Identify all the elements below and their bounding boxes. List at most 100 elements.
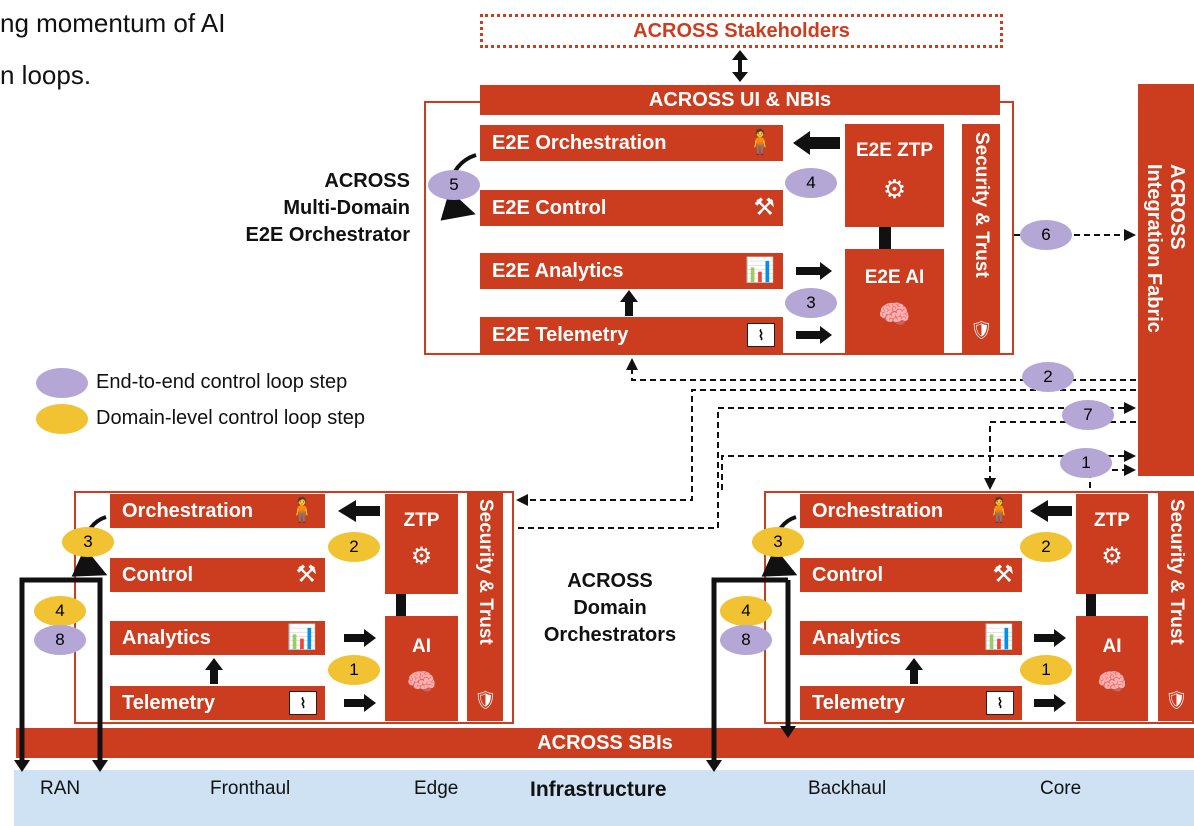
e2e-step-3: 3 <box>785 288 837 318</box>
right-control-label: Control <box>812 563 884 586</box>
e2e-orchestrator-label-line-1: ACROSS <box>324 170 410 192</box>
right-step-1: 1 <box>1020 655 1072 685</box>
person-teaching-icon: 🧍 <box>745 129 775 156</box>
pulse-monitor-icon: ⌇ <box>986 691 1014 715</box>
e2e-orchestrator-label-line-2: Multi-Domain <box>283 197 410 219</box>
integration-fabric-line-1: ACROSS <box>1166 164 1188 250</box>
right-ai-label: AI <box>1102 636 1122 657</box>
legend-domain-label: Domain-level control loop step <box>96 407 366 429</box>
domain-orchestrators-line-2: Domain <box>573 597 647 619</box>
left-analytics-label: Analytics <box>122 626 211 649</box>
stakeholders-box: ACROSS Stakeholders <box>480 14 1003 48</box>
ztp-ai-connector <box>879 227 891 249</box>
gear-circuit-icon: ⚙ <box>1101 543 1123 570</box>
stakeholders-double-arrow <box>732 50 748 82</box>
domain-orchestrators-label: ACROSS Domain Orchestrators <box>520 568 700 649</box>
infrastructure-band <box>14 770 1194 826</box>
brain-icon: 🧠 <box>1097 669 1127 696</box>
e2e-analytics-bar: E2E Analytics 📊 <box>480 253 783 289</box>
pulse-monitor-icon: ⌇ <box>747 323 775 347</box>
infra-title: Infrastructure <box>530 778 667 801</box>
right-ztp-ai-connector <box>1086 594 1096 616</box>
infra-fronthaul: Fronthaul <box>210 778 291 799</box>
right-analytics-bar: Analytics 📊 <box>800 621 1022 655</box>
tools-icon: ⚒ <box>753 194 775 221</box>
left-step-1: 1 <box>328 655 380 685</box>
right-security-trust-label: Security & Trust <box>1166 499 1187 645</box>
right-ztp-box: ZTP ⚙ <box>1076 494 1148 594</box>
infra-ran: RAN <box>40 778 81 799</box>
e2e-ztp-box: E2E ZTP ⚙ <box>845 124 944 227</box>
left-telemetry-label: Telemetry <box>122 691 216 714</box>
tools-icon: ⚒ <box>992 561 1014 588</box>
shield-lock-icon: 🛡 <box>1165 690 1188 710</box>
e2e-orchestrator-label: ACROSS Multi-Domain E2E Orchestrator <box>210 168 410 249</box>
bar-chart-icon: 📊 <box>287 624 317 651</box>
e2e-step-2: 2 <box>1022 362 1074 392</box>
pulse-monitor-icon: ⌇ <box>289 691 317 715</box>
integration-fabric-line-2: Integration Fabric <box>1143 164 1165 333</box>
brain-icon: 🧠 <box>878 299 911 329</box>
shield-lock-icon: 🛡 <box>970 320 993 340</box>
stakeholders-label: ACROSS Stakeholders <box>633 19 850 42</box>
intro-line-1: ng momentum of AI <box>0 8 226 38</box>
right-control-bar: Control ⚒ <box>800 558 1022 592</box>
infra-core: Core <box>1040 778 1082 799</box>
fabric-to-left-domain-dashed <box>516 389 1136 506</box>
e2e-ai-box: E2E AI 🧠 <box>845 249 944 354</box>
left-step-2: 2 <box>328 532 380 562</box>
left-step-8: 8 <box>34 625 86 655</box>
gear-circuit-icon: ⚙ <box>882 174 907 204</box>
left-control-bar: Control ⚒ <box>110 558 325 592</box>
infra-edge: Edge <box>414 778 459 799</box>
legend-e2e-label: End-to-end control loop step <box>96 371 348 393</box>
right-step-3: 3 <box>752 527 804 557</box>
left-ztp-box: ZTP ⚙ <box>385 494 458 594</box>
integration-fabric-label: ACROSS Integration Fabric <box>1138 84 1188 333</box>
person-teaching-icon: 🧍 <box>984 497 1014 524</box>
e2e-orchestration-bar: E2E Orchestration 🧍 <box>480 125 783 161</box>
right-ai-box: AI 🧠 <box>1076 616 1148 721</box>
intro-line-2: n loops. <box>0 60 92 90</box>
left-step-4: 4 <box>34 596 86 626</box>
left-orchestration-bar: Orchestration 🧍 <box>110 494 325 528</box>
integration-fabric-bar: ACROSS Integration Fabric <box>1138 84 1194 476</box>
legend-e2e-swatch <box>36 368 88 398</box>
right-security-trust-bar: Security & Trust <box>1158 491 1194 721</box>
e2e-ai-label: E2E AI <box>864 267 925 288</box>
e2e-step-7: 7 <box>1062 400 1114 430</box>
gear-circuit-icon: ⚙ <box>410 543 433 570</box>
right-analytics-label: Analytics <box>812 626 901 649</box>
left-ai-label: AI <box>412 636 431 657</box>
right-orchestration-label: Orchestration <box>812 499 944 522</box>
left-step-3: 3 <box>62 527 114 557</box>
left-control-label: Control <box>122 563 194 586</box>
right-orchestration-bar: Orchestration 🧍 <box>800 494 1022 528</box>
e2e-step-1: 1 <box>1060 448 1112 478</box>
tools-icon: ⚒ <box>295 561 317 588</box>
e2e-step-5: 5 <box>428 170 480 200</box>
sbis-bar: ACROSS SBIs <box>16 728 1194 758</box>
left-telemetry-bar: Telemetry ⌇ <box>110 686 325 720</box>
left-ztp-ai-connector <box>396 594 406 616</box>
brain-icon: 🧠 <box>406 669 437 696</box>
e2e-ztp-label: E2E ZTP <box>855 140 934 161</box>
e2e-orchestration-label: E2E Orchestration <box>492 131 667 154</box>
e2e-control-label: E2E Control <box>492 196 607 219</box>
infra-backhaul: Backhaul <box>808 778 887 799</box>
e2e-security-trust-bar: Security & Trust <box>962 124 1000 354</box>
left-orchestration-label: Orchestration <box>122 499 254 522</box>
e2e-security-trust-label: Security & Trust <box>971 132 992 278</box>
person-teaching-icon: 🧍 <box>287 497 317 524</box>
e2e-analytics-label: E2E Analytics <box>492 259 624 282</box>
right-step-4: 4 <box>720 596 772 626</box>
e2e-telemetry-label: E2E Telemetry <box>492 323 629 346</box>
right-step-8: 8 <box>720 625 772 655</box>
e2e-orchestrator-label-line-3: E2E Orchestrator <box>245 224 410 246</box>
bar-chart-icon: 📊 <box>984 624 1014 651</box>
e2e-step-6: 6 <box>1020 220 1072 250</box>
right-telemetry-bar: Telemetry ⌇ <box>800 686 1022 720</box>
left-analytics-bar: Analytics 📊 <box>110 621 325 655</box>
left-ztp-label: ZTP <box>403 510 440 531</box>
left-security-trust-bar: Security & Trust <box>467 491 503 721</box>
